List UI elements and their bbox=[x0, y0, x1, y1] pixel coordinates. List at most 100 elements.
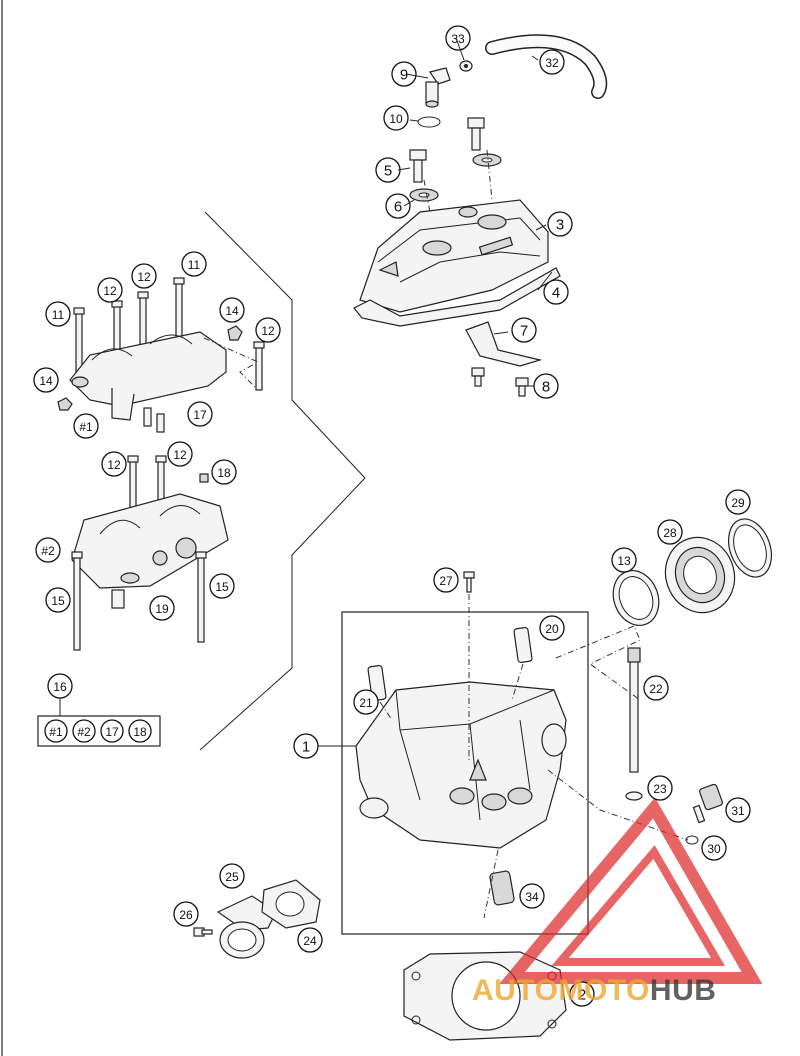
callout-circle bbox=[173, 901, 199, 927]
callout-c20: 20 bbox=[539, 615, 565, 641]
callout-c5: 5 bbox=[375, 157, 401, 183]
callout-label: 8 bbox=[542, 379, 550, 396]
callout-circle bbox=[539, 615, 565, 641]
callout-circle bbox=[539, 49, 565, 75]
valve-guide-20 bbox=[513, 626, 533, 664]
callout-circle bbox=[167, 441, 193, 467]
callout-label: 10 bbox=[389, 112, 403, 126]
callout-circle bbox=[547, 211, 573, 237]
watermark-logo bbox=[499, 797, 763, 984]
callout-c18: 18 bbox=[211, 459, 237, 485]
callout-label: 31 bbox=[731, 804, 745, 818]
callout-c1: 1 bbox=[293, 733, 319, 759]
callout-c17: 17 bbox=[187, 401, 213, 427]
screw-26 bbox=[193, 927, 213, 937]
cover-bolt-5a bbox=[409, 149, 427, 183]
callout-h1: #1 bbox=[73, 413, 99, 439]
callout-circle bbox=[181, 251, 207, 277]
kit-16-item-label: 18 bbox=[133, 725, 147, 739]
callout-c23: 23 bbox=[647, 775, 673, 801]
callout-label: 12 bbox=[261, 324, 275, 338]
callout-circle bbox=[45, 587, 71, 613]
sensor-34 bbox=[489, 870, 515, 906]
temp-sensor-31 bbox=[692, 783, 723, 824]
callout-c12b: 12 bbox=[131, 263, 157, 289]
callout-label: 15 bbox=[215, 580, 229, 594]
axis-line-intake bbox=[555, 625, 641, 701]
callout-c32: 32 bbox=[539, 49, 565, 75]
callout-label: 11 bbox=[52, 308, 65, 322]
callout-c4: 4 bbox=[543, 279, 569, 305]
bolt-8 bbox=[471, 367, 529, 397]
callout-c16: 16 bbox=[47, 673, 73, 699]
callout-c21: 21 bbox=[353, 689, 379, 715]
callout-label: 12 bbox=[107, 458, 121, 472]
callout-c29: 29 bbox=[725, 489, 751, 515]
hose-clamp-29 bbox=[727, 518, 773, 578]
watermark-brand-right: HUB bbox=[649, 974, 717, 1007]
callout-label: 12 bbox=[173, 448, 187, 462]
exhaust-flange-25 bbox=[216, 895, 277, 959]
callout-c26: 26 bbox=[173, 901, 199, 927]
kit-16-item: 17 bbox=[100, 719, 124, 743]
callout-c11a: 11 bbox=[45, 301, 71, 327]
callout-circle bbox=[385, 193, 411, 219]
callout-c19: 19 bbox=[149, 595, 175, 621]
callout-circle bbox=[569, 981, 595, 1007]
callout-circle bbox=[187, 401, 213, 427]
valve-cover-3 bbox=[359, 199, 549, 313]
camshaft-bearing-1 bbox=[69, 331, 227, 421]
dowel-pins-17 bbox=[143, 407, 165, 433]
screw-18 bbox=[199, 473, 209, 483]
callout-circle bbox=[391, 61, 417, 87]
callout-label: 14 bbox=[225, 304, 239, 318]
callout-c24: 24 bbox=[297, 927, 323, 953]
callout-c2: 2 bbox=[569, 981, 595, 1007]
callout-circle bbox=[149, 595, 175, 621]
callout-circle bbox=[725, 797, 751, 823]
callout-c10: 10 bbox=[383, 105, 409, 131]
callout-label: 34 bbox=[525, 890, 539, 904]
callout-label: 17 bbox=[193, 408, 207, 422]
kit-16-item-label: #2 bbox=[77, 725, 91, 739]
breather-hose-32 bbox=[485, 34, 608, 99]
callout-label: 18 bbox=[217, 466, 231, 480]
callout-circle bbox=[647, 775, 673, 801]
callout-label: 4 bbox=[552, 285, 560, 302]
callout-label: 29 bbox=[731, 496, 745, 510]
callout-label: 28 bbox=[663, 526, 677, 540]
nut-14 bbox=[57, 325, 243, 411]
callout-c3: 3 bbox=[547, 211, 573, 237]
axis-line-21 bbox=[379, 701, 393, 721]
callout-label: 26 bbox=[179, 908, 193, 922]
callout-circle bbox=[611, 547, 637, 573]
callout-circle bbox=[511, 317, 537, 343]
callout-c28: 28 bbox=[657, 519, 683, 545]
callout-circle bbox=[209, 573, 235, 599]
callout-label: 30 bbox=[707, 842, 721, 856]
callout-c9: 9 bbox=[391, 61, 417, 87]
callout-circle bbox=[445, 25, 471, 51]
callout-h2: #2 bbox=[35, 537, 61, 563]
callout-label: 11 bbox=[188, 258, 201, 272]
callout-circle bbox=[33, 367, 59, 393]
kit-16-item-circle bbox=[44, 719, 68, 743]
callout-circle bbox=[35, 537, 61, 563]
callout-c13: 13 bbox=[611, 547, 637, 573]
callout-label: 6 bbox=[394, 199, 402, 216]
callout-circle bbox=[73, 413, 99, 439]
callout-circle bbox=[131, 263, 157, 289]
callout-label: 9 bbox=[400, 67, 408, 84]
kit-16-item-circle bbox=[100, 719, 124, 743]
callout-label: 24 bbox=[303, 934, 317, 948]
axis-line-sensor bbox=[547, 769, 689, 841]
callout-c34: 34 bbox=[519, 883, 545, 909]
callout-c6: 6 bbox=[385, 193, 411, 219]
callout-label: 15 bbox=[51, 594, 65, 608]
callout-c12e: 12 bbox=[167, 441, 193, 467]
kit-16-item-label: #1 bbox=[49, 725, 63, 739]
cover-gasket-4 bbox=[353, 267, 561, 327]
callout-c7: 7 bbox=[511, 317, 537, 343]
callout-c27: 27 bbox=[433, 567, 459, 593]
callout-label: #1 bbox=[79, 420, 93, 434]
